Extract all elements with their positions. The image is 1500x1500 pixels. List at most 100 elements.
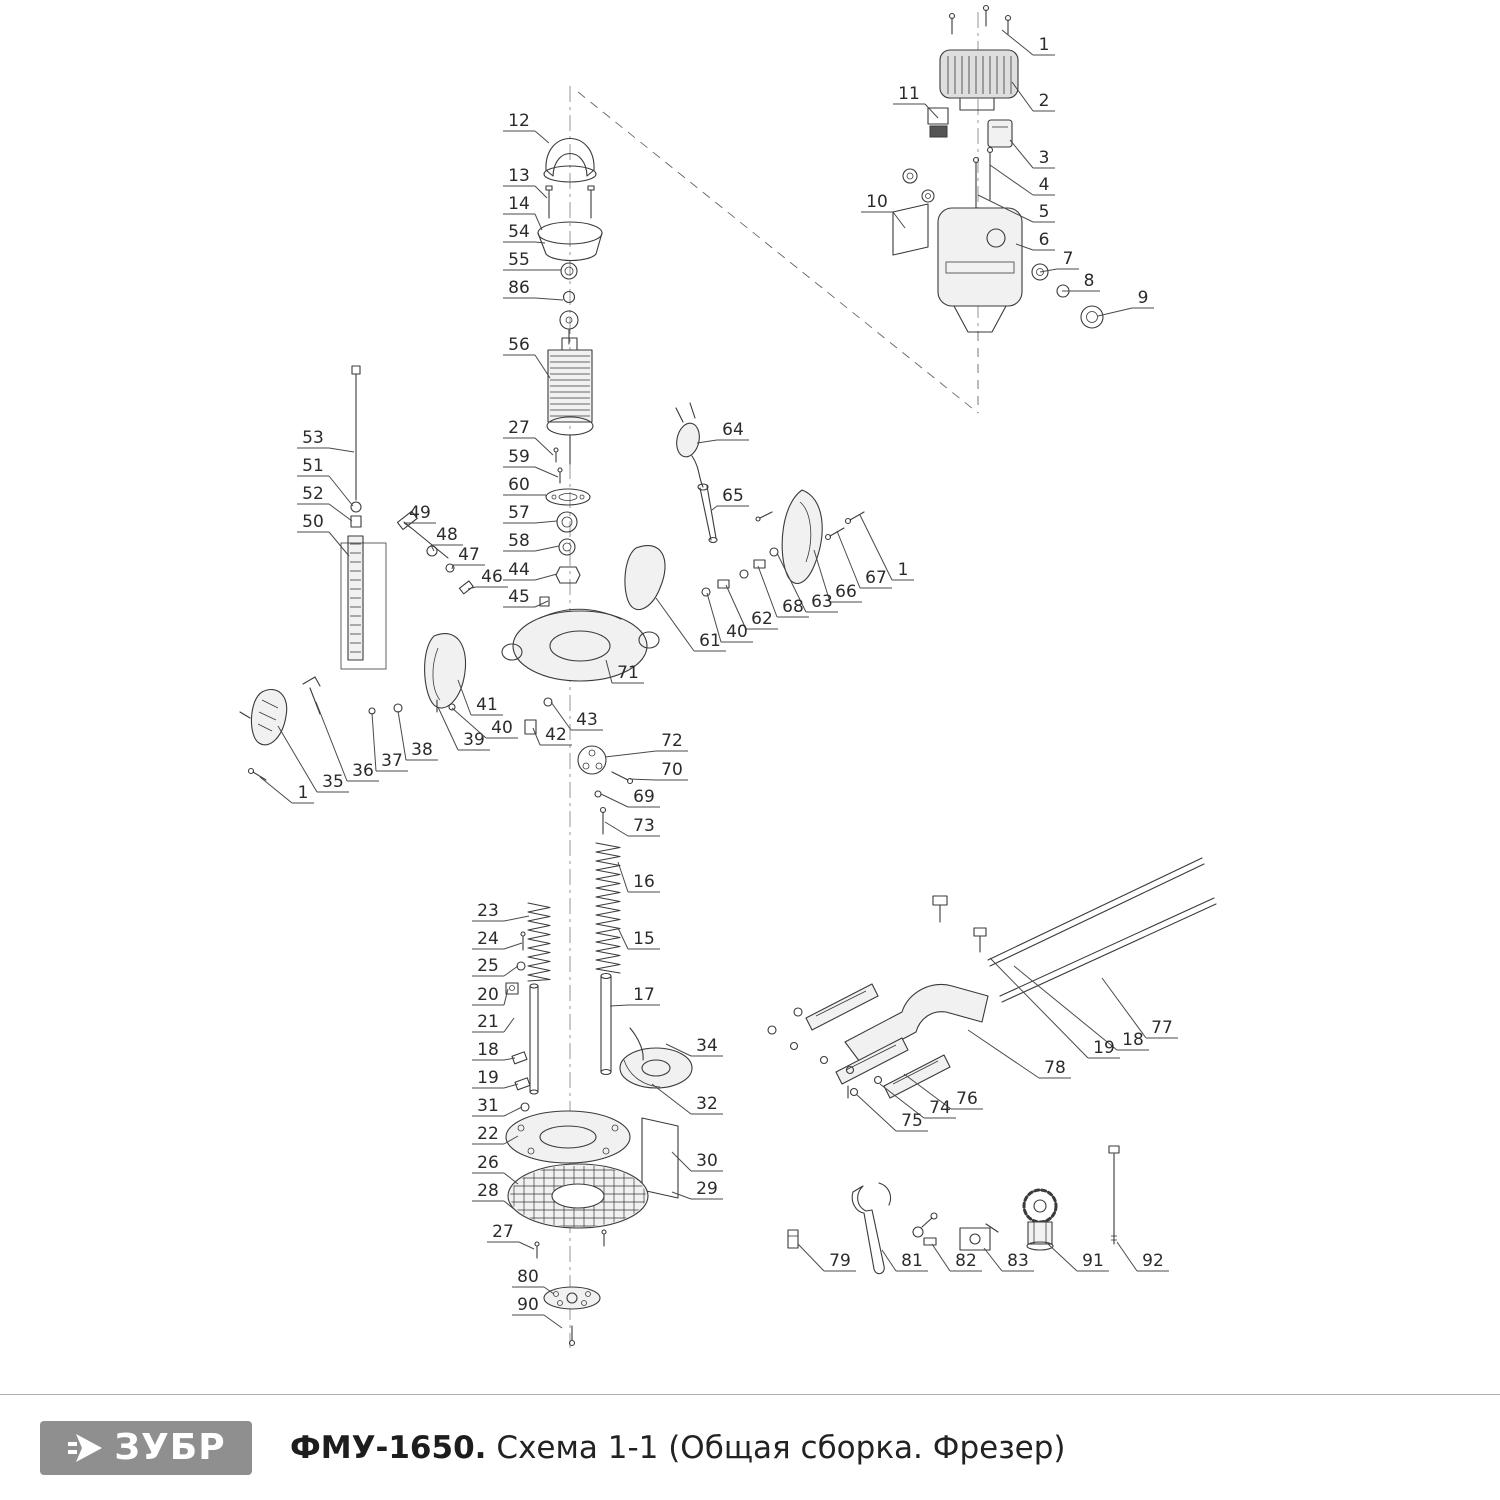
- svg-text:67: 67: [865, 568, 887, 588]
- svg-text:76: 76: [956, 1089, 978, 1109]
- svg-text:18: 18: [477, 1040, 499, 1060]
- callout-78: 78: [967, 1029, 1071, 1079]
- callout-11: 11: [893, 84, 939, 119]
- svg-text:10: 10: [866, 192, 888, 212]
- callout-69: 69: [600, 787, 660, 808]
- svg-text:65: 65: [722, 486, 744, 506]
- callout-90: 90: [512, 1295, 563, 1329]
- svg-text:58: 58: [508, 531, 530, 551]
- callout-45: 45: [503, 587, 549, 608]
- svg-text:82: 82: [955, 1251, 977, 1271]
- svg-text:73: 73: [633, 816, 655, 836]
- svg-text:68: 68: [782, 597, 804, 617]
- svg-text:56: 56: [508, 335, 530, 355]
- svg-text:21: 21: [477, 1012, 499, 1032]
- svg-text:1: 1: [1039, 35, 1050, 55]
- callout-39: 39: [437, 706, 490, 751]
- callout-40: 40: [706, 592, 753, 643]
- svg-text:13: 13: [508, 166, 530, 186]
- callout-27: 27: [487, 1222, 535, 1250]
- svg-text:81: 81: [901, 1251, 923, 1271]
- callout-86: 86: [503, 278, 564, 301]
- callout-12: 12: [503, 111, 550, 144]
- svg-text:54: 54: [508, 222, 530, 242]
- callout-65: 65: [711, 486, 749, 511]
- callout-8: 8: [1062, 271, 1100, 292]
- callout-62: 62: [725, 584, 778, 630]
- callout-1: 1: [259, 776, 314, 804]
- svg-text:9: 9: [1138, 288, 1149, 308]
- callout-36: 36: [315, 701, 379, 782]
- svg-text:55: 55: [508, 250, 530, 270]
- callout-61: 61: [655, 597, 726, 652]
- callout-55: 55: [503, 250, 561, 271]
- svg-text:72: 72: [661, 731, 683, 751]
- svg-text:59: 59: [508, 447, 530, 467]
- svg-text:44: 44: [508, 560, 530, 580]
- callout-79: 79: [797, 1243, 856, 1272]
- callout-25: 25: [472, 956, 519, 977]
- callouts: 1211345106789121314545586562759605758444…: [259, 29, 1178, 1329]
- svg-text:17: 17: [633, 985, 655, 1005]
- svg-text:83: 83: [1007, 1251, 1029, 1271]
- callout-48: 48: [430, 525, 463, 552]
- callout-18: 18: [1013, 965, 1149, 1051]
- callout-76: 76: [903, 1073, 983, 1110]
- svg-text:20: 20: [477, 985, 499, 1005]
- callout-24: 24: [472, 929, 523, 950]
- svg-text:37: 37: [381, 751, 403, 771]
- callout-2: 2: [1011, 81, 1055, 112]
- svg-text:43: 43: [576, 710, 598, 730]
- callout-53: 53: [297, 428, 355, 453]
- callout-49: 49: [403, 503, 436, 529]
- brand-name: ЗУБР: [114, 1426, 226, 1468]
- callout-77: 77: [1101, 977, 1178, 1039]
- footer-bar: ЗУБР ФМУ-1650.Схема 1-1 (Общая сборка. Ф…: [0, 1394, 1500, 1500]
- zubr-arrow-icon: [68, 1433, 103, 1462]
- callout-68: 68: [757, 565, 809, 618]
- callout-27: 27: [503, 418, 554, 456]
- svg-text:80: 80: [517, 1267, 539, 1287]
- svg-text:69: 69: [633, 787, 655, 807]
- callout-19: 19: [472, 1068, 519, 1089]
- svg-text:46: 46: [481, 567, 503, 587]
- svg-text:18: 18: [1122, 1030, 1144, 1050]
- callout-9: 9: [1097, 288, 1154, 317]
- svg-text:45: 45: [508, 587, 530, 607]
- callout-46: 46: [467, 567, 508, 590]
- callout-30: 30: [671, 1151, 723, 1172]
- svg-text:47: 47: [458, 545, 480, 565]
- svg-text:1: 1: [298, 783, 309, 803]
- svg-text:23: 23: [477, 901, 499, 921]
- svg-text:3: 3: [1039, 148, 1050, 168]
- svg-text:49: 49: [409, 503, 431, 523]
- callout-22: 22: [472, 1124, 519, 1145]
- svg-text:52: 52: [302, 484, 324, 504]
- motor-assembly-sketch: [892, 4, 1104, 333]
- callout-1: 1: [859, 514, 914, 581]
- zubr-logo: ЗУБР: [40, 1420, 252, 1475]
- callout-20: 20: [472, 985, 509, 1006]
- callout-21: 21: [472, 1012, 515, 1033]
- svg-text:62: 62: [751, 609, 773, 629]
- svg-text:35: 35: [322, 772, 344, 792]
- callout-50: 50: [297, 512, 350, 557]
- callout-32: 32: [651, 1083, 723, 1115]
- callout-17: 17: [609, 985, 660, 1007]
- svg-text:75: 75: [901, 1111, 923, 1131]
- callout-10: 10: [861, 192, 906, 229]
- callout-83: 83: [983, 1247, 1034, 1272]
- svg-text:12: 12: [508, 111, 530, 131]
- svg-text:79: 79: [829, 1251, 851, 1271]
- exploded-diagram: 1211345106789121314545586562759605758444…: [239, 4, 1217, 1348]
- callout-19: 19: [989, 957, 1120, 1059]
- callout-44: 44: [503, 560, 558, 581]
- svg-text:36: 36: [352, 761, 374, 781]
- svg-text:11: 11: [898, 84, 920, 104]
- svg-text:19: 19: [1093, 1038, 1115, 1058]
- svg-text:28: 28: [477, 1181, 499, 1201]
- callout-31: 31: [472, 1096, 523, 1117]
- svg-text:77: 77: [1151, 1018, 1173, 1038]
- callout-91: 91: [1047, 1243, 1109, 1272]
- callout-71: 71: [605, 659, 644, 684]
